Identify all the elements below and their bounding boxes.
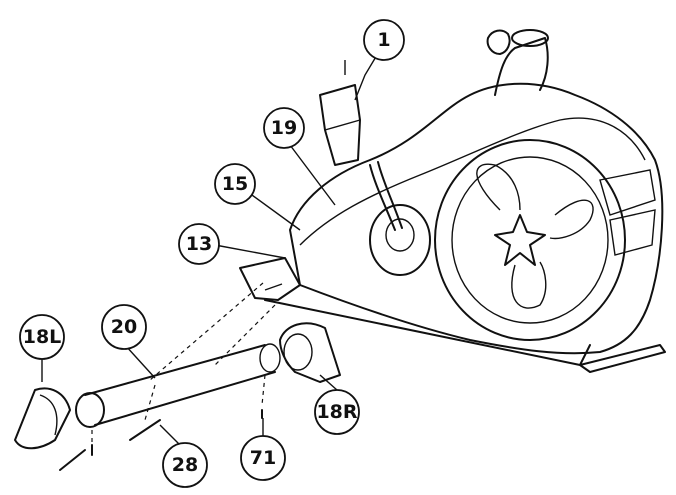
flywheel-inner [451,156,609,324]
callout-1: 1 [363,19,405,61]
crank-hub [369,204,431,276]
flywheel-outer [434,139,626,341]
callout-label-15: 15 [222,173,248,195]
callout-label-1: 1 [377,29,390,51]
stabilizer-tube [75,343,281,428]
callout-18L: 18L [19,314,65,360]
bolts-28 [59,419,161,471]
callout-label-71: 71 [250,447,276,469]
callout-label-28: 28 [172,454,198,476]
callout-label-18L: 18L [23,326,62,348]
screws-71 [91,409,263,456]
callout-label-13: 13 [186,233,212,255]
callout-71: 71 [240,435,286,481]
bike-body [239,29,666,373]
callout-13: 13 [178,223,220,265]
callout-28: 28 [162,442,208,488]
callout-19: 19 [263,107,305,149]
callout-label-19: 19 [271,117,297,139]
hub-star [494,214,546,266]
callout-20: 20 [101,304,147,350]
end-cap-left [14,387,71,450]
callout-label-18R: 18R [316,401,357,423]
callout-18R: 18R [314,389,360,435]
callout-15: 15 [214,163,256,205]
end-cap-right [279,322,341,383]
callout-label-20: 20 [111,316,137,338]
